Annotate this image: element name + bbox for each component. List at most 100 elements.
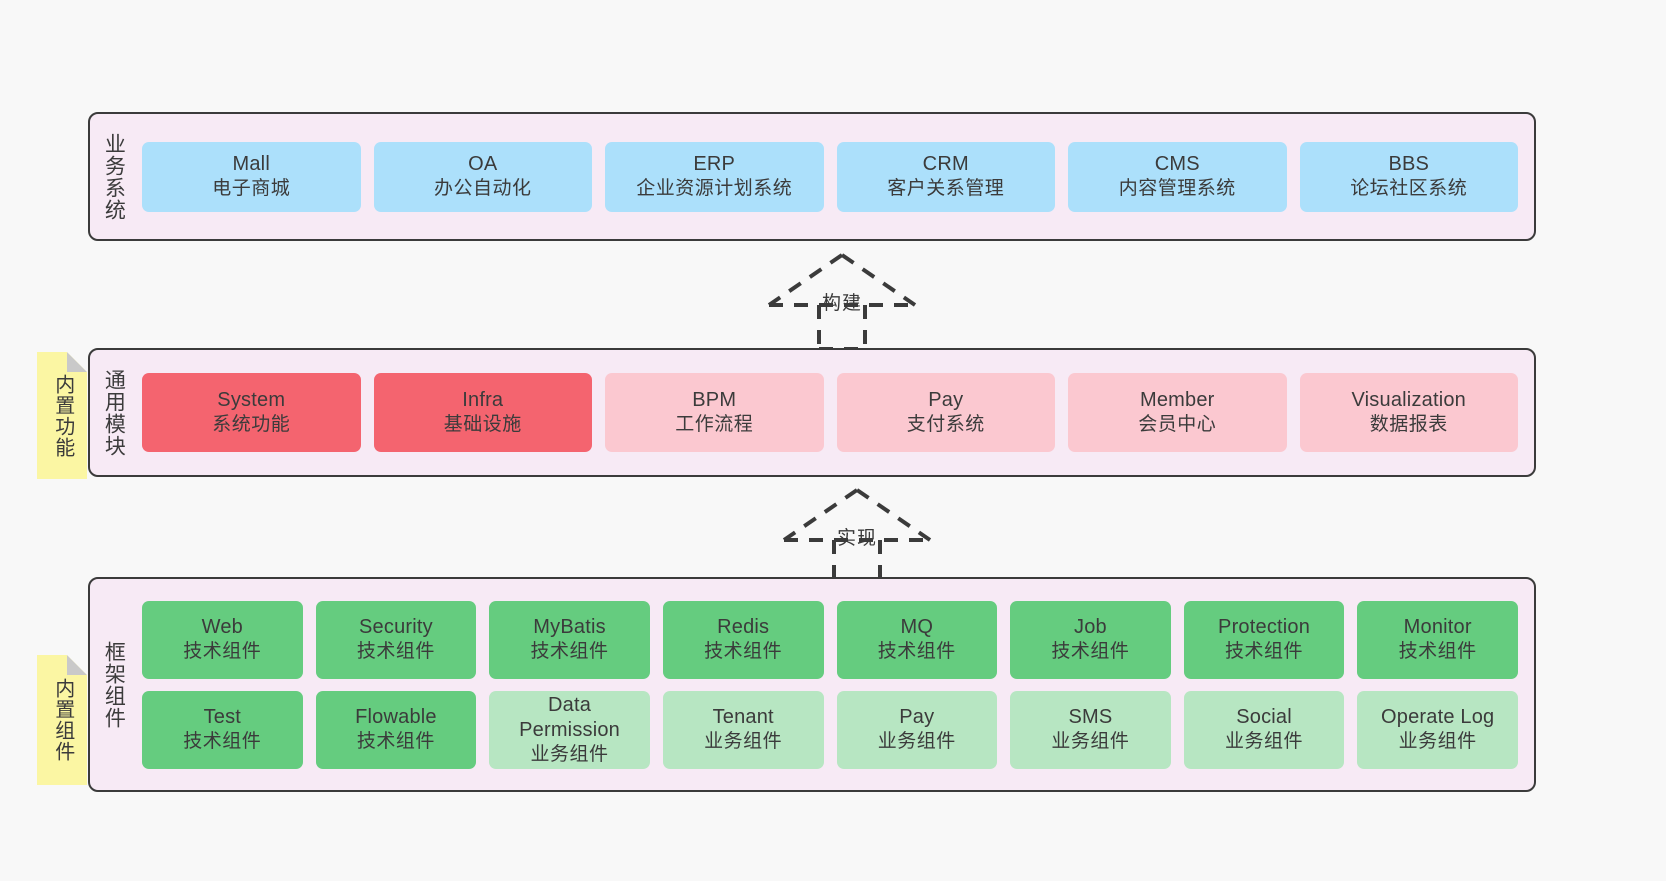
card-security[interactable]: Security 技术组件 — [315, 600, 477, 679]
card-title-en: MyBatis — [533, 616, 606, 639]
card-title-cn: 技术组件 — [183, 641, 262, 663]
card-title-cn: 支付系统 — [906, 414, 985, 436]
card-title-cn: 电子商城 — [212, 178, 291, 200]
card-crm[interactable]: CRM 客户关系管理 — [836, 141, 1055, 212]
card-pay[interactable]: Pay 支付系统 — [836, 373, 1055, 452]
card-title-cn: 技术组件 — [356, 731, 435, 753]
card-row: Web 技术组件 Security 技术组件 MyBatis 技术组件 Redi… — [142, 600, 1518, 679]
card-mq[interactable]: MQ 技术组件 — [836, 600, 998, 679]
card-title-cn: 业务组件 — [704, 731, 783, 753]
card-title-cn: 业务组件 — [1398, 731, 1477, 753]
card-title-en: BPM — [692, 389, 737, 412]
card-title-cn: 系统功能 — [212, 414, 291, 436]
card-title-cn: 客户关系管理 — [887, 178, 1005, 200]
card-title-en: Pay — [928, 389, 964, 412]
card-title-en: Member — [1139, 389, 1215, 412]
card-title-en: Security — [359, 616, 433, 639]
card-title-cn: 技术组件 — [183, 731, 262, 753]
card-title-en: Mall — [232, 153, 270, 176]
arrow-label-realize: 实现 — [836, 528, 877, 549]
card-monitor[interactable]: Monitor 技术组件 — [1357, 600, 1518, 679]
card-title-cn: 办公自动化 — [433, 178, 532, 200]
layer-common-module: 通用模块 System 系统功能 Infra 基础设施 BPM 工作流程 Pay… — [88, 348, 1536, 477]
card-title-cn: 业务组件 — [877, 731, 956, 753]
card-visualization[interactable]: Visualization 数据报表 — [1299, 373, 1518, 452]
layer-framework-component: 框架组件 Web 技术组件 Security 技术组件 MyBatis 技术组件… — [88, 577, 1536, 792]
card-title-en: BBS — [1388, 153, 1430, 176]
card-title-en: Job — [1074, 616, 1107, 639]
card-data-permission[interactable]: Data Permission 业务组件 — [489, 690, 650, 769]
card-infra[interactable]: Infra 基础设施 — [373, 373, 592, 452]
card-title-en: Protection — [1218, 616, 1311, 639]
card-title-en: Data Permission — [519, 693, 621, 741]
note-fold-icon — [67, 655, 87, 675]
card-title-en: CMS — [1154, 153, 1200, 176]
card-system[interactable]: System 系统功能 — [142, 373, 361, 452]
note-builtin-function[interactable]: 内置功能 — [37, 352, 87, 479]
card-title-en: Infra — [462, 389, 504, 412]
card-title-en: Social — [1236, 706, 1292, 729]
arrow-realize: 实现 — [772, 488, 942, 588]
layer-body-framework-component: Web 技术组件 Security 技术组件 MyBatis 技术组件 Redi… — [136, 579, 1534, 790]
card-title-en: OA — [468, 153, 498, 176]
card-title-en: Flowable — [355, 706, 437, 729]
card-title-en: System — [217, 389, 286, 412]
card-flowable[interactable]: Flowable 技术组件 — [315, 690, 477, 769]
card-title-cn: 技术组件 — [704, 641, 783, 663]
card-title-en: Operate Log — [1380, 706, 1495, 729]
card-mall[interactable]: Mall 电子商城 — [142, 141, 361, 212]
card-title-cn: 技术组件 — [356, 641, 435, 663]
card-title-en: Visualization — [1351, 389, 1467, 412]
card-title-cn: 技术组件 — [1398, 641, 1477, 663]
card-row: Test 技术组件 Flowable 技术组件 Data Permission … — [142, 690, 1518, 769]
card-title-cn: 工作流程 — [675, 414, 754, 436]
layer-business-system: 业务系统 Mall 电子商城 OA 办公自动化 ERP 企业资源计划系统 CRM… — [88, 112, 1536, 241]
card-protection[interactable]: Protection 技术组件 — [1183, 600, 1345, 679]
card-job[interactable]: Job 技术组件 — [1010, 600, 1171, 679]
card-tenant[interactable]: Tenant 业务组件 — [662, 690, 824, 769]
card-redis[interactable]: Redis 技术组件 — [662, 600, 824, 679]
note-label: 内置组件 — [51, 678, 74, 762]
card-operate-log[interactable]: Operate Log 业务组件 — [1357, 690, 1518, 769]
card-pay-component[interactable]: Pay 业务组件 — [836, 690, 998, 769]
card-cms[interactable]: CMS 内容管理系统 — [1068, 141, 1287, 212]
note-label: 内置功能 — [51, 373, 74, 458]
card-title-cn: 会员中心 — [1138, 414, 1217, 436]
arrow-build: 构建 — [757, 253, 927, 353]
card-title-en: ERP — [693, 153, 736, 176]
card-title-cn: 技术组件 — [1225, 641, 1304, 663]
card-bbs[interactable]: BBS 论坛社区系统 — [1299, 141, 1518, 212]
card-title-en: Monitor — [1403, 616, 1472, 639]
card-member[interactable]: Member 会员中心 — [1068, 373, 1287, 452]
card-title-en: Test — [203, 706, 242, 729]
card-title-en: SMS — [1068, 706, 1113, 729]
note-builtin-component[interactable]: 内置组件 — [37, 655, 87, 785]
card-sms[interactable]: SMS 业务组件 — [1010, 690, 1171, 769]
card-title-cn: 技术组件 — [877, 641, 956, 663]
card-erp[interactable]: ERP 企业资源计划系统 — [605, 141, 824, 212]
card-title-en: Pay — [899, 706, 935, 729]
card-title-en: Tenant — [712, 706, 774, 729]
card-test[interactable]: Test 技术组件 — [142, 690, 303, 769]
card-title-cn: 企业资源计划系统 — [636, 178, 793, 200]
card-row: Mall 电子商城 OA 办公自动化 ERP 企业资源计划系统 CRM 客户关系… — [142, 141, 1518, 212]
card-title-cn: 业务组件 — [530, 743, 609, 765]
note-fold-icon — [67, 352, 87, 372]
card-social[interactable]: Social 业务组件 — [1183, 690, 1345, 769]
card-title-en: Redis — [717, 616, 770, 639]
card-bpm[interactable]: BPM 工作流程 — [605, 373, 824, 452]
card-web[interactable]: Web 技术组件 — [142, 600, 303, 679]
card-title-cn: 技术组件 — [1051, 641, 1130, 663]
layer-title-framework-component: 框架组件 — [102, 640, 126, 729]
card-title-cn: 技术组件 — [530, 641, 609, 663]
layer-body-business-system: Mall 电子商城 OA 办公自动化 ERP 企业资源计划系统 CRM 客户关系… — [136, 114, 1534, 239]
card-mybatis[interactable]: MyBatis 技术组件 — [489, 600, 650, 679]
card-row: System 系统功能 Infra 基础设施 BPM 工作流程 Pay 支付系统… — [142, 373, 1518, 452]
card-title-cn: 内容管理系统 — [1118, 178, 1236, 200]
card-oa[interactable]: OA 办公自动化 — [373, 141, 592, 212]
layer-title-business-system: 业务系统 — [102, 132, 126, 221]
arrow-label-build: 构建 — [821, 293, 862, 314]
card-title-en: Web — [201, 616, 243, 639]
card-title-en: MQ — [900, 616, 934, 639]
